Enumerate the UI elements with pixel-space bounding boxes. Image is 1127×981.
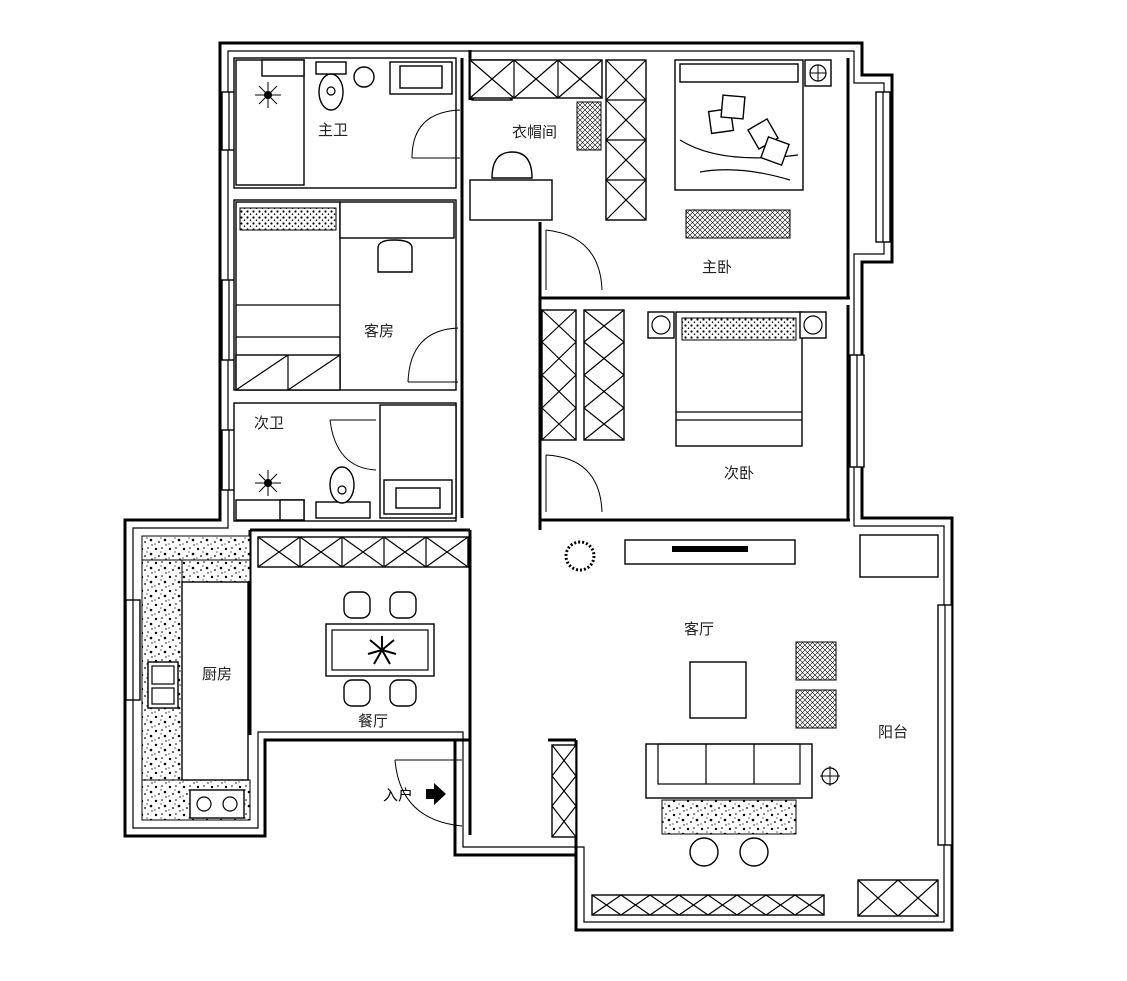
nightstand-icon: [799, 311, 827, 339]
dining-table: [325, 591, 435, 707]
sofa-icon: [645, 743, 813, 799]
kitchen-counters: [141, 535, 251, 821]
room-label-living: 客厅: [684, 620, 714, 638]
toilet-icon: [315, 61, 347, 111]
room-label-kitchen: 厨房: [202, 665, 232, 683]
nightstand-icon: [647, 311, 675, 339]
master-bath-fixtures: [235, 59, 453, 186]
shower-icon: [255, 82, 281, 108]
room-label-balcony: 阳台: [878, 723, 908, 741]
arrow-right-icon: [426, 783, 446, 805]
entrance-marker: 入户: [383, 783, 446, 805]
chair-icon: [389, 679, 417, 707]
chair-icon: [343, 591, 371, 619]
storage-cabinets: [551, 534, 939, 917]
guest-room-furniture: [235, 201, 455, 391]
shower-icon: [255, 470, 281, 496]
toilet-icon: [315, 466, 371, 519]
room-label-cloakroom: 衣帽间: [512, 123, 557, 141]
chair-icon: [491, 151, 533, 179]
desk-chair-icon: [377, 239, 413, 273]
nightstand-lamp-icon: [804, 59, 832, 87]
sink-icon: [389, 61, 453, 95]
plant-icon: [564, 540, 596, 572]
dining-cabinets: [257, 536, 469, 568]
chair-icon: [343, 679, 371, 707]
pillow-icons: [707, 94, 790, 166]
living-room-furniture: [564, 539, 840, 867]
room-label-master-bath: 主卫: [318, 121, 348, 139]
cloakroom-wardrobes: [469, 59, 647, 221]
room-label-second-bedroom: 次卧: [724, 464, 754, 482]
room-labels: 主卫 衣帽间 主卧 客房 次卫 次卧 厨房 餐厅 客厅 阳台: [202, 121, 908, 741]
stove-icon: [189, 789, 245, 819]
room-label-dining: 餐厅: [358, 712, 388, 730]
room-label-second-bath: 次卫: [254, 414, 284, 432]
second-bedroom-furniture: [541, 309, 827, 447]
windows: [125, 91, 953, 846]
plant-icon: [367, 636, 397, 665]
floor-lamp-icon: [820, 766, 840, 786]
sink-icon: [147, 661, 179, 709]
doors: [329, 109, 603, 827]
chair-icon: [389, 591, 417, 619]
room-label-guest-room: 客房: [364, 322, 394, 340]
master-bedroom-furniture: [674, 59, 832, 239]
second-bath-fixtures: [235, 404, 457, 521]
room-label-master-bedroom: 主卧: [702, 258, 732, 276]
entrance-label: 入户: [383, 786, 413, 804]
